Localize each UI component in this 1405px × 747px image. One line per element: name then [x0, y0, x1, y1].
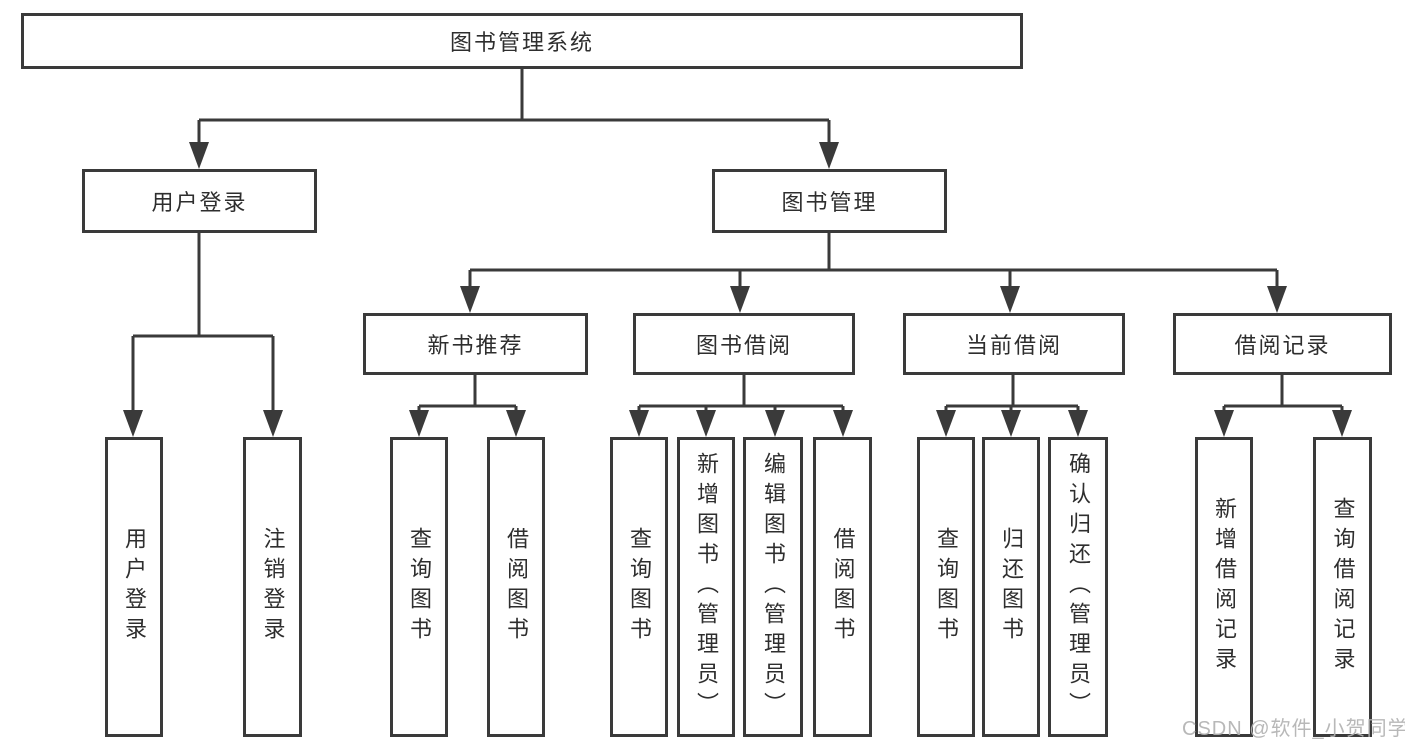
- node-current-borrow: 当前借阅: [903, 313, 1125, 375]
- leaf-edit-book-admin: 编辑图书（管理员）: [743, 437, 803, 737]
- leaf-add-borrow-record: 新增借阅记录: [1195, 437, 1253, 737]
- node-new-book-recommend-label: 新书推荐: [427, 333, 524, 358]
- csdn-watermark: CSDN @软件_小贺同学: [1182, 718, 1405, 740]
- node-root-label: 图书管理系统: [449, 30, 594, 55]
- leaf-return-book: 归还图书: [982, 437, 1040, 737]
- node-book-borrow-label: 图书借阅: [695, 333, 792, 358]
- leaf-logout-label: 注销登录: [260, 527, 286, 647]
- leaf-borrow-books-recommend-label: 借阅图书: [504, 527, 529, 647]
- leaf-query-books-recommend-label: 查询图书: [407, 527, 432, 647]
- node-borrow-records: 借阅记录: [1173, 313, 1392, 375]
- leaf-add-book-admin: 新增图书（管理员）: [677, 437, 735, 737]
- leaf-borrow-books-label: 借阅图书: [830, 527, 856, 647]
- node-borrow-records-label: 借阅记录: [1234, 333, 1331, 358]
- node-book-borrow: 图书借阅: [633, 313, 855, 375]
- leaf-logout: 注销登录: [243, 437, 302, 737]
- node-user-login: 用户登录: [82, 169, 317, 233]
- leaf-query-borrow-record: 查询借阅记录: [1313, 437, 1372, 737]
- leaf-borrow-books: 借阅图书: [813, 437, 872, 737]
- leaf-query-books-borrow-label: 查询图书: [627, 527, 652, 647]
- node-book-management: 图书管理: [712, 169, 947, 233]
- leaf-query-borrow-record-label: 查询借阅记录: [1330, 497, 1356, 677]
- leaf-confirm-return-admin-label: 确认归还（管理员）: [1066, 452, 1091, 722]
- leaf-edit-book-admin-label: 编辑图书（管理员）: [761, 452, 786, 722]
- leaf-query-books-borrow: 查询图书: [610, 437, 668, 737]
- arrowhead-icons: [123, 142, 1352, 437]
- leaf-user-login-label: 用户登录: [122, 527, 147, 647]
- leaf-add-borrow-record-label: 新增借阅记录: [1212, 497, 1237, 677]
- leaf-query-books-current: 查询图书: [917, 437, 975, 737]
- node-book-management-label: 图书管理: [781, 190, 878, 215]
- leaf-query-books-recommend: 查询图书: [390, 437, 448, 737]
- leaf-confirm-return-admin: 确认归还（管理员）: [1048, 437, 1108, 737]
- leaf-add-book-admin-label: 新增图书（管理员）: [694, 452, 719, 722]
- leaf-borrow-books-recommend: 借阅图书: [487, 437, 545, 737]
- node-current-borrow-label: 当前借阅: [965, 333, 1062, 358]
- node-root: 图书管理系统: [21, 13, 1023, 69]
- node-user-login-label: 用户登录: [151, 190, 248, 215]
- leaf-return-book-label: 归还图书: [999, 527, 1024, 647]
- leaf-query-books-current-label: 查询图书: [934, 527, 959, 647]
- node-new-book-recommend: 新书推荐: [363, 313, 588, 375]
- leaf-user-login: 用户登录: [105, 437, 163, 737]
